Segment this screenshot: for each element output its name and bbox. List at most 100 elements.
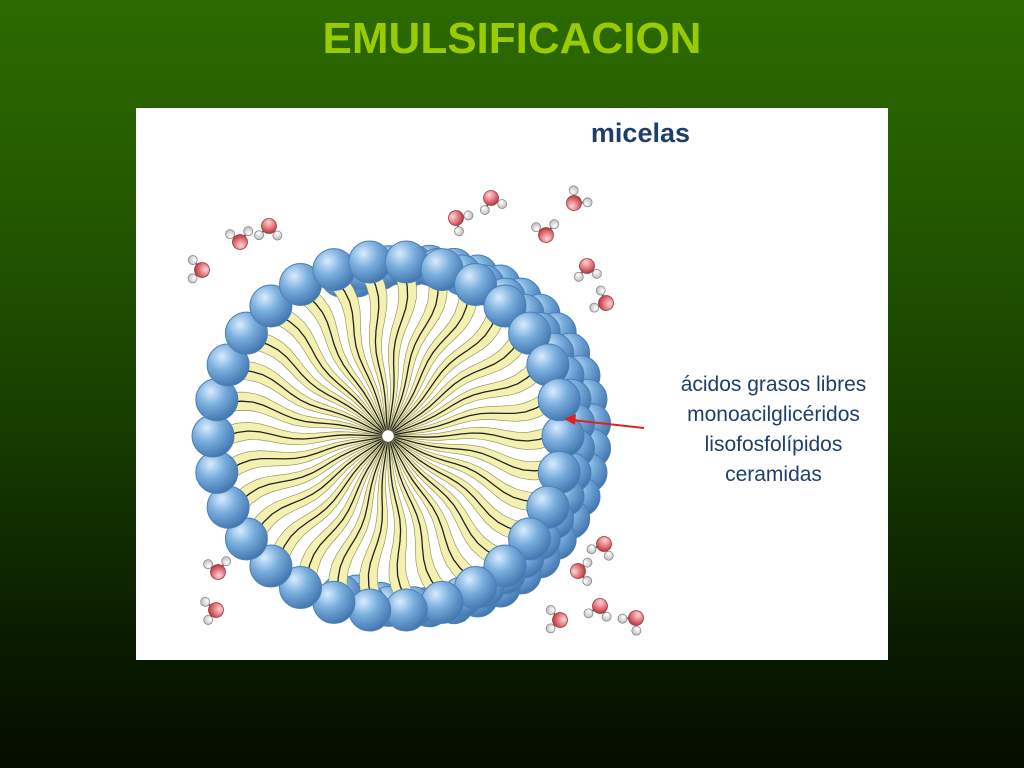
micelas-heading: micelas [590,118,690,148]
micelle-head [249,284,293,328]
micelle-tail-line [337,441,387,591]
legend-line-4: ceramidas [725,463,822,486]
water-molecule-icon [187,255,210,284]
micelle-head [348,240,392,284]
oxygen-atom [538,227,554,243]
hydrogen-atom [603,550,614,561]
micelle-tail-line [393,437,537,503]
oxygen-atom [448,210,464,226]
micelle-head [195,450,239,494]
water-molecule-icon [200,596,224,625]
hydrogen-atom [582,197,593,208]
hydrogen-atom [479,205,490,216]
oxygen-atom [579,258,595,274]
micelle-tail-line [391,315,497,432]
micelle-tail-line [390,295,470,432]
hydrogen-atom [595,285,606,296]
hydrogen-atom [545,623,556,634]
hydrogen-atom [187,255,198,265]
hydrogen-atom [200,596,211,607]
micelle-tail-line [306,440,386,577]
oxygen-atom [592,598,608,614]
micelle-tail-line [393,369,537,435]
slide-title: EMULSIFICACION [322,14,702,63]
hydrogen-atom [272,230,283,241]
micelle-front-heads [191,240,585,632]
hydrogen-atom [601,611,612,622]
micelle-head [483,544,527,588]
hydrogen-atom [568,185,579,196]
micelle-head [279,566,322,610]
hydrogen-atom [549,219,560,230]
oxygen-atom [261,218,277,234]
micelle-head [420,580,464,624]
micelle-tail-line [256,438,384,532]
water-molecule-icon [479,190,508,216]
water-molecule-icon [254,218,283,241]
legend-line-2: monoacilglicéridos [687,403,860,426]
water-molecule-icon [225,226,254,250]
hydrogen-atom [454,226,464,237]
arrow-head [564,414,576,425]
micelle-head [348,588,392,632]
oxygen-atom [210,564,226,580]
micelle-head [483,284,527,328]
hydrogen-atom [187,273,198,284]
water-molecule-icon [531,219,560,243]
micelle-tail-line [229,436,383,471]
micelle-tail-line [389,281,439,431]
micelle-tail-line [390,440,470,577]
hydrogen-atom [221,556,232,567]
micelle-tail-line [392,438,520,532]
micelle-diagram [187,185,645,636]
micelle-tail-line [229,400,383,436]
oxygen-atom [628,610,644,626]
water-molecule-icon [617,610,644,636]
pointer-arrow [564,414,645,429]
hydrogen-atom [582,557,593,568]
arrow-shaft [571,419,645,429]
micelle-head [508,517,552,561]
micelle-head [224,311,268,355]
micelle-head [312,248,356,292]
water-molecule-icon [573,258,602,282]
micelle-tail-line [370,274,389,431]
micelle-tail-line [367,441,389,598]
water-molecule-icon [545,605,568,634]
micelle-head [384,588,428,632]
micelle-tail-line [239,369,383,435]
oxygen-atom [232,234,248,250]
oxygen-atom [566,195,582,211]
micelle-head [384,240,428,284]
hydrogen-atom [573,271,584,282]
micelle-tail-line [393,432,551,442]
micelle-head [537,378,581,422]
hydrogen-atom [203,559,213,570]
figure-panel: micelas ácidos grasos libres monoacilgli… [136,108,888,660]
micelle-tail-line [389,441,439,591]
micelle-head [249,544,293,588]
water-molecule-icon [203,556,232,580]
water-molecule-icon [570,557,593,586]
oxygen-atom [596,536,612,552]
oxygen-atom [194,262,210,278]
water-molecule-icon [566,185,593,211]
oxygen-atom [598,295,614,311]
hydrogen-atom [583,608,594,619]
micelle-tail-line [393,436,547,472]
micelle-head [454,262,497,306]
hydrogen-atom [463,210,474,221]
hydrogen-atom [225,229,235,240]
water-molecule-icon [583,598,612,622]
micelle-tails [225,273,551,599]
hydrogen-atom [243,226,254,237]
micelle-tail-line [392,340,520,434]
oxygen-atom [552,612,568,628]
hydrogen-atom [497,199,508,209]
water-molecules [187,185,644,636]
micelle-tail-line [306,295,386,432]
micelle-tail-line [393,401,547,436]
micelle-head [191,414,235,458]
oxygen-atom [483,190,499,206]
micelle-tail-line [391,440,497,557]
